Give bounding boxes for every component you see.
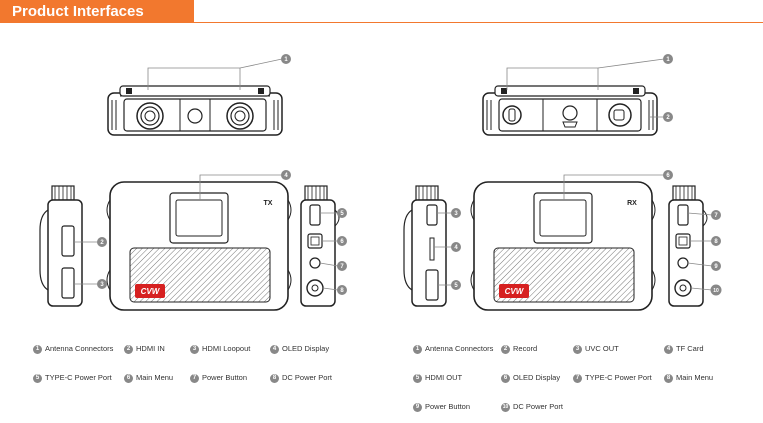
callout-badge: 2 xyxy=(663,112,673,122)
callout-badge: 1 xyxy=(663,54,673,64)
tx-left-side-view xyxy=(39,185,98,307)
tx-front-view: CVW TX xyxy=(106,174,292,311)
rx-callouts: 1 2 3 4 5 6 7 8 9 10 xyxy=(451,54,722,296)
tx-right-side-view xyxy=(300,185,340,307)
callout-badge: 5 xyxy=(451,280,461,290)
rx-top-view xyxy=(482,58,665,136)
callout-badge: 7 xyxy=(337,261,347,271)
callout-number: 2 xyxy=(666,115,670,121)
callout-badge: 6 xyxy=(337,236,347,246)
callout-number: 3 xyxy=(454,211,458,217)
callout-number: 7 xyxy=(714,213,718,219)
tx-device-label: TX xyxy=(264,200,273,207)
callout-number: 4 xyxy=(284,173,288,179)
callout-badge: 6 xyxy=(663,170,673,180)
callout-badge: 4 xyxy=(281,170,291,180)
callout-number: 1 xyxy=(284,57,288,63)
callout-number: 5 xyxy=(454,283,458,289)
tx-logo-text: CVW xyxy=(141,287,161,296)
callout-badge: 9 xyxy=(711,261,721,271)
callout-badge: 8 xyxy=(711,236,721,246)
tx-top-view xyxy=(107,58,283,136)
tx-callouts: 1 2 3 4 5 6 7 8 xyxy=(97,54,347,295)
callout-badge: 3 xyxy=(451,208,461,218)
callout-number: 4 xyxy=(454,245,458,251)
callout-number: 5 xyxy=(340,211,344,217)
callout-badge: 3 xyxy=(97,279,107,289)
callout-badge: 1 xyxy=(281,54,291,64)
callout-badge: 5 xyxy=(337,208,347,218)
rx-left-side-view xyxy=(403,185,452,307)
section-header-bar: Product Interfaces xyxy=(0,0,194,23)
rx-logo-text: CVW xyxy=(505,287,525,296)
rx-front-view: CVW RX xyxy=(470,174,664,311)
rx-device-label: RX xyxy=(627,200,637,207)
callout-badge: 7 xyxy=(711,210,721,220)
callout-number: 8 xyxy=(340,288,344,294)
callout-badge: 2 xyxy=(97,237,107,247)
callout-number: 8 xyxy=(714,239,718,245)
callout-number: 1 xyxy=(666,57,670,63)
callout-number: 2 xyxy=(100,240,104,246)
callout-number: 10 xyxy=(713,288,719,294)
callout-number: 6 xyxy=(340,239,344,245)
callout-badge: 10 xyxy=(710,284,722,296)
callout-number: 3 xyxy=(100,282,104,288)
callout-badge: 4 xyxy=(451,242,461,252)
section-title: Product Interfaces xyxy=(12,3,144,20)
callout-number: 9 xyxy=(714,264,718,270)
callout-number: 6 xyxy=(666,173,670,179)
rx-right-side-view xyxy=(668,185,713,307)
header-divider xyxy=(194,22,763,23)
callout-badge: 8 xyxy=(337,285,347,295)
callout-number: 7 xyxy=(340,264,344,270)
